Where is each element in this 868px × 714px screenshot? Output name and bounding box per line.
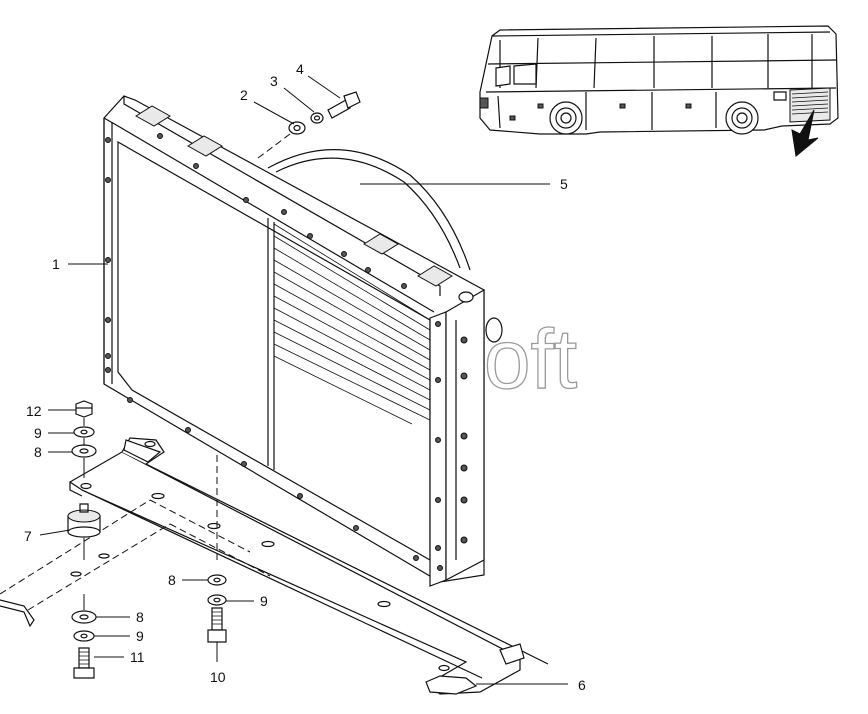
mount-pad bbox=[363, 233, 399, 255]
mount-pad bbox=[417, 265, 453, 287]
washer-9-right bbox=[207, 594, 227, 606]
bolt-4 bbox=[327, 91, 361, 119]
callout-3: 3 bbox=[270, 73, 278, 89]
callout-11: 11 bbox=[130, 649, 145, 665]
rubber-mount-7 bbox=[67, 503, 101, 538]
mount-pad bbox=[135, 105, 171, 127]
callout-9-right: 9 bbox=[260, 593, 268, 609]
washer-8-upper bbox=[71, 444, 97, 458]
radiator-core-fins bbox=[273, 223, 431, 425]
leader-7 bbox=[39, 529, 71, 536]
leader-2 bbox=[253, 101, 295, 125]
leader-4 bbox=[307, 75, 341, 99]
mount-pad bbox=[187, 135, 223, 157]
frame-bolt-holes bbox=[105, 133, 468, 571]
location-arrow-icon bbox=[791, 109, 819, 157]
leader-3 bbox=[283, 87, 315, 113]
washer-8-right bbox=[207, 574, 227, 586]
callout-9-upper: 9 bbox=[34, 425, 42, 441]
washer-8-lower bbox=[71, 610, 97, 624]
chassis-member bbox=[0, 499, 271, 628]
bus-location-icon bbox=[479, 25, 839, 135]
callout-8-lower: 8 bbox=[136, 609, 144, 625]
washer-9-upper bbox=[73, 426, 95, 438]
callout-1: 1 bbox=[52, 256, 60, 272]
fan-shroud bbox=[267, 149, 471, 271]
callout-8-right: 8 bbox=[168, 572, 176, 588]
washer-3 bbox=[310, 112, 324, 124]
bolt-11 bbox=[73, 647, 95, 679]
bolt-axis-line bbox=[257, 133, 291, 159]
nut-12 bbox=[75, 400, 93, 418]
callout-9-lower: 9 bbox=[136, 628, 144, 644]
callout-12: 12 bbox=[26, 403, 42, 419]
callout-4: 4 bbox=[296, 61, 304, 77]
callout-2: 2 bbox=[240, 87, 248, 103]
hose-outlet bbox=[485, 317, 503, 343]
filler-neck bbox=[458, 291, 474, 303]
callout-7: 7 bbox=[24, 528, 32, 544]
washer-9-lower bbox=[73, 630, 95, 642]
bolt-10 bbox=[207, 607, 227, 643]
washer-2 bbox=[288, 121, 306, 135]
support-rail bbox=[68, 437, 549, 695]
callout-8-upper: 8 bbox=[34, 444, 42, 460]
callout-5: 5 bbox=[560, 176, 568, 192]
callout-10: 10 bbox=[210, 669, 226, 685]
radiator bbox=[103, 95, 503, 587]
callout-6: 6 bbox=[578, 677, 586, 693]
